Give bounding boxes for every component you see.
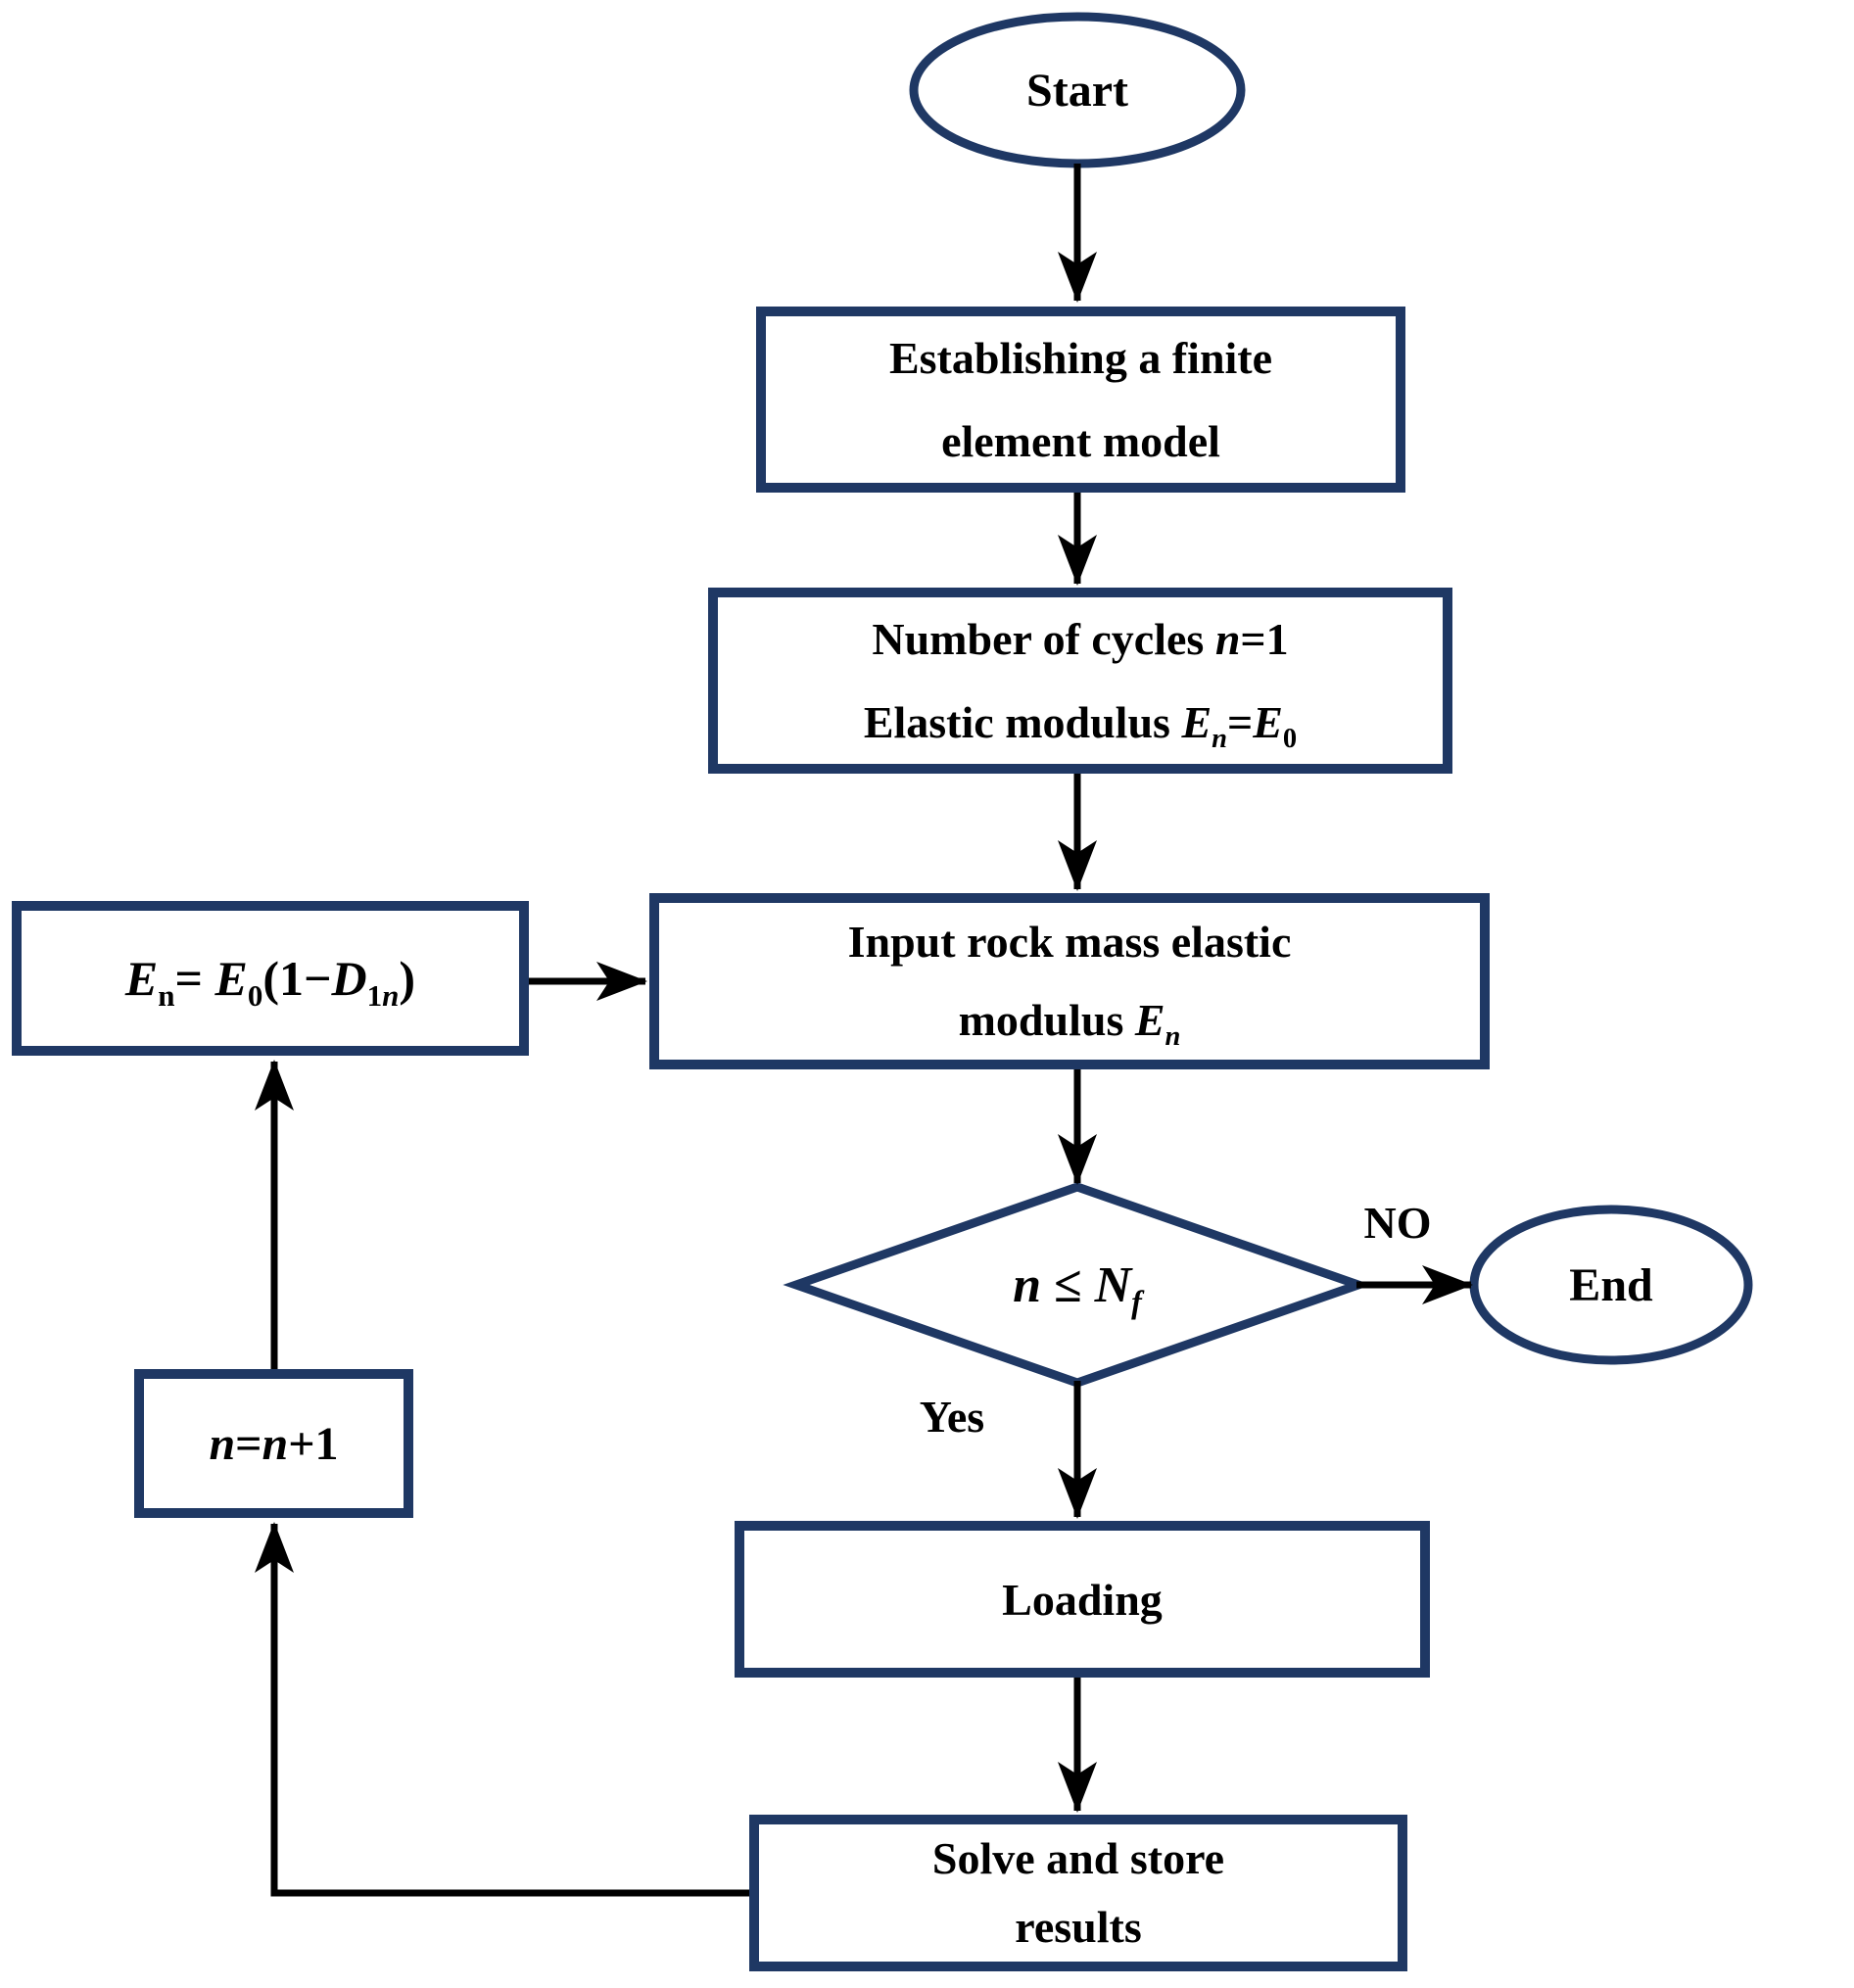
solve-line2: results <box>1015 1902 1142 1952</box>
input-line2: modulus En <box>959 981 1181 1060</box>
process-input-modulus: Input rock mass elastic modulus En <box>649 893 1490 1069</box>
end-node: End <box>1474 1209 1748 1360</box>
establish-line2: element model <box>941 416 1220 466</box>
update-open-paren: (1− <box>262 951 332 1006</box>
process-update-modulus: En= E0(1−D1n) <box>12 901 529 1056</box>
loading-label: Loading <box>1002 1574 1163 1625</box>
process-solve-store: Solve and store results <box>749 1815 1407 1971</box>
establish-line1: Establishing a finite <box>888 333 1273 383</box>
init-line1-text: Number of cycles <box>872 614 1215 664</box>
var-E: E <box>1181 697 1212 747</box>
subscript-0: 0 <box>247 978 263 1013</box>
var-E0: E <box>214 951 248 1006</box>
no-branch-label: NO <box>1363 1198 1432 1248</box>
solve-line1: Solve and store <box>931 1833 1225 1883</box>
start-label: Start <box>1026 64 1128 117</box>
input-line1: Input rock mass elastic <box>847 917 1292 967</box>
process-increment-cycle: n=n+1 <box>134 1369 413 1518</box>
init-line2-eq: = <box>1227 697 1254 747</box>
subscript-n: n <box>1165 1021 1181 1053</box>
var-E0: E <box>1253 697 1283 747</box>
var-N: N <box>1094 1256 1132 1313</box>
var-n: n <box>209 1417 236 1470</box>
decision-expression: n ≤ Nf <box>1013 1256 1142 1318</box>
var-E: E <box>124 951 159 1006</box>
var-E: E <box>1134 995 1165 1045</box>
increment-eq: = <box>235 1417 262 1470</box>
subscript-n-italic: n <box>382 978 400 1013</box>
process-establish-model: Establishing a finite element model <box>756 307 1405 493</box>
increment-expression: n=n+1 <box>209 1417 338 1471</box>
subscript-0: 0 <box>1282 724 1298 755</box>
input-line2-text: modulus <box>958 995 1135 1045</box>
var-D: D <box>331 951 367 1006</box>
end-label: End <box>1569 1258 1653 1311</box>
subscript-n: n <box>158 978 175 1013</box>
update-eq: = <box>174 951 215 1006</box>
init-line1-eq: =1 <box>1240 614 1289 664</box>
init-line2: Elastic modulus En=E0 <box>864 681 1297 764</box>
start-node: Start <box>914 17 1241 164</box>
init-line1: Number of cycles n=1 <box>872 597 1288 681</box>
edge-solve-to-increment <box>255 1522 749 1897</box>
init-line2-text: Elastic modulus <box>863 697 1182 747</box>
subscript-f: f <box>1131 1283 1142 1319</box>
update-expression: En= E0(1−D1n) <box>124 950 416 1011</box>
var-n: n <box>1013 1256 1042 1313</box>
var-n2: n <box>261 1417 289 1470</box>
var-n: n <box>1214 614 1241 664</box>
yes-branch-label: Yes <box>919 1392 985 1442</box>
subscript-1: 1 <box>366 978 383 1013</box>
increment-plus-one: +1 <box>288 1417 339 1470</box>
decision-node-label: n ≤ Nf <box>842 1226 1312 1344</box>
operator-leq: ≤ <box>1041 1256 1095 1313</box>
end-terminator-shape <box>1469 1205 1753 1365</box>
subscript-n: n <box>1212 724 1227 755</box>
subscript-1n: 1n <box>367 978 400 1013</box>
update-close-paren: ) <box>399 951 416 1006</box>
process-loading: Loading <box>735 1521 1430 1678</box>
process-initialize: Number of cycles n=1 Elastic modulus En=… <box>708 588 1452 774</box>
